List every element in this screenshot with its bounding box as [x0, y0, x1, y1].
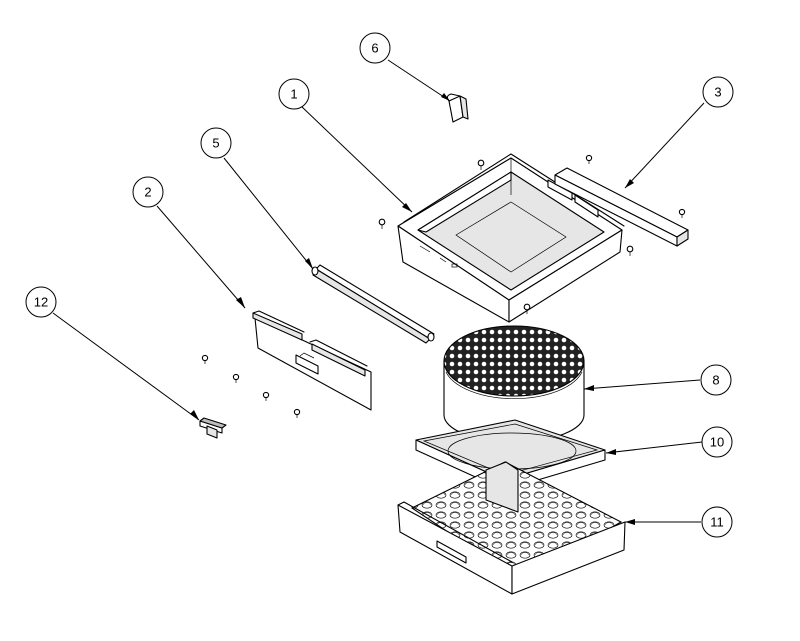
screw-icon — [626, 245, 634, 256]
callout-bubble-12: 12 — [25, 286, 57, 318]
part-3-angle-bracket — [554, 154, 689, 247]
callout-bubble-2: 2 — [132, 176, 164, 208]
arrowhead-icon — [236, 297, 245, 308]
arrowhead-icon — [584, 385, 594, 391]
screw-icon — [262, 391, 270, 401]
leader-line-1 — [300, 105, 413, 213]
arrowhead-icon — [305, 258, 313, 269]
callout-bubble-5: 5 — [200, 127, 232, 159]
callout-group: 1 2 3 5 6 8 10 11 — [25, 32, 734, 538]
leader-line-8 — [583, 379, 701, 390]
callout-bubble-8: 8 — [700, 364, 732, 396]
screw-icon — [293, 408, 301, 418]
callout-bubble-6: 6 — [359, 32, 391, 64]
part-11-drawer — [397, 461, 626, 595]
callout-label-11: 11 — [710, 515, 724, 530]
screw-icon — [201, 354, 209, 364]
callout-label-2: 2 — [144, 185, 151, 200]
screw-icon — [678, 208, 686, 218]
callout-bubble-10: 10 — [701, 426, 733, 458]
callout-label-3: 3 — [714, 85, 721, 100]
screw-icon — [378, 218, 386, 229]
arrowhead-icon — [625, 179, 634, 188]
leader-line-3 — [624, 102, 705, 189]
arrowhead-icon — [606, 449, 616, 455]
arrowhead-icon — [402, 203, 412, 212]
leader-line-12 — [52, 312, 200, 421]
part-8-round-filter — [443, 325, 585, 443]
part-1-frame-box — [378, 153, 634, 323]
callout-label-12: 12 — [34, 295, 48, 310]
leader-line-6 — [387, 59, 451, 102]
callout-bubble-1: 1 — [278, 78, 310, 110]
part-2-bracket-plate — [201, 310, 372, 418]
screw-icon — [477, 159, 485, 170]
screw-icon — [232, 373, 240, 383]
screw-icon — [523, 303, 531, 314]
screw-icon — [585, 154, 593, 164]
leader-line-2 — [156, 205, 246, 309]
leader-line-5 — [223, 157, 314, 270]
part-5-rod — [311, 264, 435, 344]
callout-label-5: 5 — [212, 136, 219, 151]
callout-label-6: 6 — [371, 41, 378, 56]
part-12-small-clip — [199, 417, 227, 439]
callout-bubble-11: 11 — [701, 506, 733, 538]
leader-line-10 — [605, 441, 703, 454]
arrowhead-icon — [625, 519, 635, 525]
part-6-clip — [446, 93, 469, 123]
callout-label-1: 1 — [290, 87, 297, 102]
callout-bubble-3: 3 — [702, 76, 734, 108]
callout-label-10: 10 — [710, 435, 724, 450]
callout-label-8: 8 — [712, 373, 719, 388]
arrowhead-icon — [441, 93, 450, 101]
arrowhead-icon — [190, 410, 199, 420]
